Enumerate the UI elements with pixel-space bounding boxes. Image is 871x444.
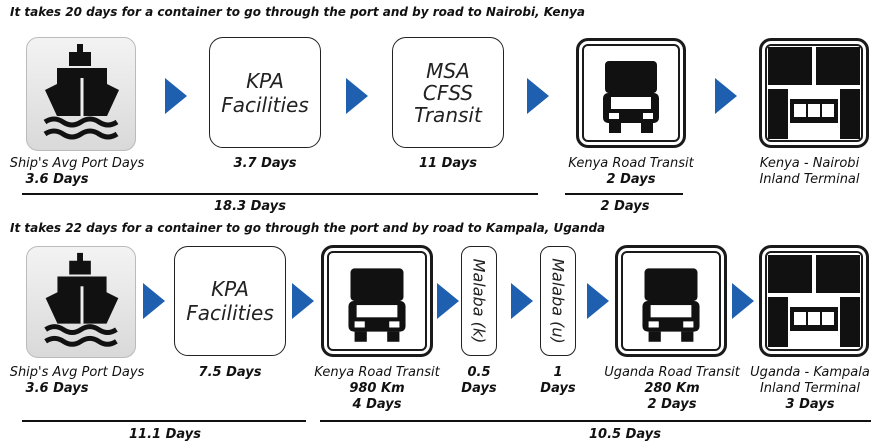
- kpa-line2: Facilities: [221, 92, 309, 117]
- ship-caption: Ship's Avg Port Days: [9, 156, 145, 171]
- malaba-k-label: Malaba (k): [469, 258, 489, 344]
- kenya-road-km: 980 Km: [349, 381, 405, 396]
- malaba-u-box: Malaba (u): [540, 246, 576, 356]
- msa-line2: CFSS: [422, 80, 474, 105]
- kenya-road-caption: Kenya Road Transit: [314, 365, 440, 380]
- ship-days: 3.6 Days: [25, 381, 89, 396]
- truck-tile: [321, 245, 433, 357]
- kpa-days: 7.5 Days: [198, 365, 262, 380]
- total-rule: [320, 420, 871, 422]
- terminal-tile: [759, 245, 869, 357]
- ship-tile: [26, 37, 136, 151]
- terminal-icon: [768, 255, 860, 347]
- malaba-u-label: Malaba (u): [548, 258, 568, 344]
- total-rule: [22, 420, 306, 422]
- truck-icon: [603, 61, 659, 133]
- malaba-u-value: 1: [553, 365, 563, 380]
- malaba-u-unit: Days: [540, 381, 576, 396]
- kenya-road-days: 4 Days: [352, 397, 402, 412]
- kenya-road-days: 2 Days: [606, 172, 656, 187]
- kpa-line2: Facilities: [186, 301, 274, 325]
- chevron-right-icon: [587, 283, 609, 319]
- uganda-road-km: 280 Km: [644, 381, 700, 396]
- malaba-k-unit: Days: [461, 381, 497, 396]
- terminal-line2: Inland Terminal: [759, 381, 861, 396]
- terminal-tile: [759, 38, 869, 148]
- terminal-line1: Uganda - Kampala: [750, 365, 870, 380]
- msa-days: 11 Days: [419, 156, 477, 171]
- ship-tile: [26, 246, 136, 358]
- row1-total-left: 18.3 Days: [214, 199, 286, 214]
- chevron-right-icon: [437, 283, 459, 319]
- terminal-line2: Inland Terminal: [759, 172, 860, 187]
- msa-line3: Transit: [414, 102, 482, 127]
- truck-tile: [615, 245, 727, 357]
- ship-caption: Ship's Avg Port Days: [9, 365, 145, 380]
- chevron-right-icon: [527, 78, 549, 114]
- terminal-days: 3 Days: [785, 397, 835, 412]
- chevron-right-icon: [715, 78, 737, 114]
- uganda-road-caption: Uganda Road Transit: [604, 365, 740, 380]
- malaba-k-box: Malaba (k): [461, 246, 497, 356]
- kpa-line1: KPA: [211, 277, 249, 301]
- row1-heading: It takes 20 days for a container to go t…: [10, 5, 586, 19]
- kenya-road-caption: Kenya Road Transit: [568, 156, 694, 171]
- kpa-line1: KPA: [246, 68, 284, 93]
- total-rule: [22, 193, 538, 195]
- ship-icon: [44, 252, 119, 347]
- ship-icon: [43, 44, 119, 140]
- kpa-days: 3.7 Days: [233, 156, 297, 171]
- row2-total-right: 10.5 Days: [589, 427, 661, 442]
- malaba-k-value: 0.5: [467, 365, 491, 380]
- uganda-road-days: 2 Days: [647, 397, 697, 412]
- total-rule: [565, 193, 683, 195]
- chevron-right-icon: [143, 283, 165, 319]
- chevron-right-icon: [165, 78, 187, 114]
- truck-tile: [576, 38, 686, 148]
- msa-line1: MSA: [426, 58, 470, 83]
- row2-heading: It takes 22 days for a container to go t…: [10, 221, 606, 235]
- truck-icon: [642, 268, 700, 342]
- terminal-icon: [768, 47, 860, 139]
- chevron-right-icon: [346, 78, 368, 114]
- chevron-right-icon: [511, 283, 533, 319]
- row1-total-right: 2 Days: [600, 199, 650, 214]
- chevron-right-icon: [732, 283, 754, 319]
- terminal-line1: Kenya - Nairobi: [759, 156, 860, 171]
- ship-days: 3.6 Days: [25, 172, 89, 187]
- row2-total-left: 11.1 Days: [129, 427, 201, 442]
- truck-icon: [348, 268, 406, 342]
- chevron-right-icon: [292, 283, 314, 319]
